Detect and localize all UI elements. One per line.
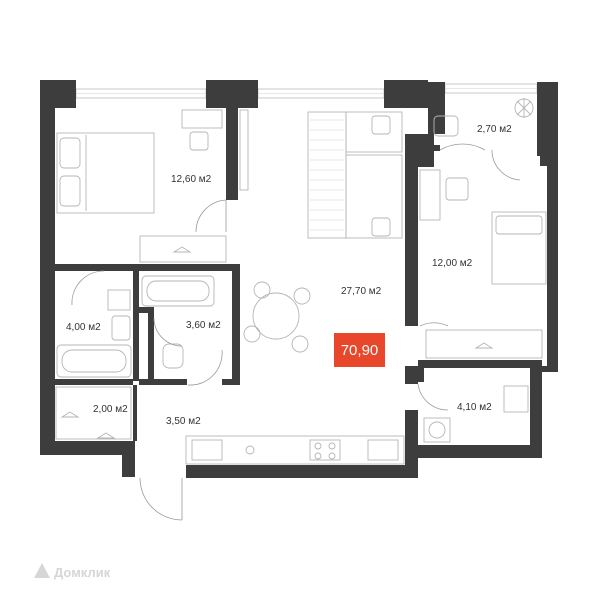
windows <box>75 83 538 99</box>
room-label-balcony: 2,70 м2 <box>477 124 512 135</box>
room-label-toilet: 3,60 м2 <box>186 320 221 331</box>
room-label-hall: 3,50 м2 <box>166 416 201 427</box>
watermark-text: Домклик <box>54 565 111 580</box>
room-label-bathroom: 4,00 м2 <box>66 322 101 333</box>
room-label-closet: 2,00 м2 <box>93 404 128 415</box>
total-area-badge: 70,90 <box>334 333 385 367</box>
room-labels: 12,60 м2 2,70 м2 12,00 м2 27,70 м2 4,00 … <box>66 124 512 427</box>
room-label-laundry: 4,10 м2 <box>457 402 492 413</box>
room-label-living: 27,70 м2 <box>341 286 382 297</box>
walls <box>40 80 558 478</box>
doors <box>71 143 521 521</box>
total-area-value: 70,90 <box>341 342 379 359</box>
watermark: Домклик <box>34 563 111 580</box>
room-label-bedroom-2: 12,00 м2 <box>432 258 473 269</box>
domclick-logo-icon <box>34 563 50 578</box>
room-label-bedroom-1: 12,60 м2 <box>171 174 212 185</box>
furniture <box>55 98 547 465</box>
